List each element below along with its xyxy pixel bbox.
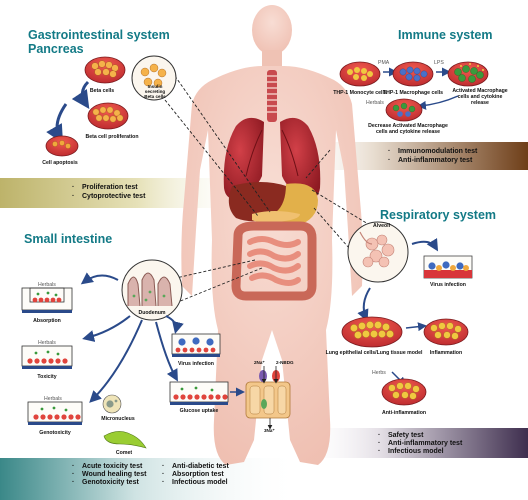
monocyte-dish bbox=[339, 61, 381, 87]
small-intestine-title: Small intestine bbox=[24, 232, 113, 246]
intestine-test-item: Genotoxicity test bbox=[72, 478, 139, 487]
leader-lines bbox=[164, 75, 379, 303]
intestine-test-item: Anti-diabetic test bbox=[162, 462, 229, 471]
intestine-test-band bbox=[0, 458, 300, 500]
monocyte-label: THP-1 Monocyte cells bbox=[333, 90, 387, 96]
pancreas-test-item: Proliferation test bbox=[72, 183, 138, 192]
pancreas-panel bbox=[45, 55, 177, 157]
micronucleus-label: Micronucleus bbox=[101, 416, 135, 422]
lps-label: LPS bbox=[434, 60, 444, 66]
genotoxicity-label: Genotoxicity bbox=[39, 430, 71, 436]
respiratory-test-item: Anti-inflammatory test bbox=[378, 439, 462, 448]
glucose-uptake-well bbox=[169, 381, 229, 405]
intestine-test-item: Absorption test bbox=[162, 470, 224, 479]
absorption-transwell bbox=[21, 287, 73, 313]
insulin-cells-zoom bbox=[131, 55, 177, 101]
lungs bbox=[223, 117, 321, 199]
immune-herbals-label: Herbals bbox=[366, 100, 384, 106]
respiratory-test-item: Infectious model bbox=[378, 447, 444, 456]
pancreas-tests: Proliferation test Cytoprotective test bbox=[0, 178, 250, 206]
nbdg-label: 2-NBDG bbox=[276, 360, 294, 365]
intestine-test-item: Acute toxicity test bbox=[72, 462, 142, 471]
lung-model-label: Lung epithelial cells/Lung tissue model bbox=[325, 350, 423, 356]
cell-apoptosis-label: Cell apoptosis bbox=[42, 160, 78, 166]
immune-test-item: Immunomodulation test bbox=[388, 147, 477, 156]
respiratory-title: Respiratory system bbox=[380, 208, 497, 222]
activated-label: Activated Macrophage cells and cytokine … bbox=[452, 88, 508, 106]
pancreas-organ bbox=[252, 211, 300, 223]
beta-proliferation-label: Beta cell proliferation bbox=[85, 134, 139, 140]
intestine-virus-label: Virus infection bbox=[178, 361, 214, 367]
pancreas-test-item: Cytoprotective test bbox=[72, 192, 145, 201]
insulin-secreting-label: Insulin secreting Beta cells bbox=[144, 84, 166, 99]
trachea bbox=[267, 70, 277, 122]
decrease-dish bbox=[385, 98, 423, 122]
macrophage-dish bbox=[392, 61, 434, 87]
toxicity-herbals-label: Herbals bbox=[38, 340, 56, 346]
intestine-test-item: Infectious model bbox=[162, 478, 228, 487]
absorption-label: Absorption bbox=[33, 318, 61, 324]
activated-dish bbox=[447, 61, 489, 87]
absorption-herbals-label: Herbals bbox=[38, 282, 56, 288]
toxicity-well bbox=[21, 345, 73, 369]
beta-cells-label: Beta cells bbox=[89, 88, 115, 94]
respiratory-virus-label: Virus infection bbox=[430, 282, 466, 288]
respiratory-test-item: Safety test bbox=[378, 431, 424, 440]
immune-test-item: Anti-inflammatory test bbox=[388, 156, 472, 165]
comet-label: Comet bbox=[115, 450, 133, 456]
duodenum-label: Duodenum bbox=[138, 310, 166, 316]
apoptosis-dish bbox=[45, 135, 79, 157]
intestine-panel bbox=[21, 259, 291, 449]
alveoli-label: Alveoli bbox=[373, 223, 391, 229]
inflammation-label: Inflammation bbox=[429, 350, 463, 356]
genotoxicity-well bbox=[27, 401, 83, 425]
pma-label: PMA bbox=[378, 60, 390, 66]
respiratory-tests: Safety test Anti-inflammatory test Infec… bbox=[300, 428, 528, 456]
glucose-uptake-label: Glucose uptake bbox=[179, 408, 219, 414]
large-intestine bbox=[231, 221, 317, 301]
toxicity-label: Toxicity bbox=[37, 374, 57, 380]
na-out-label: 3Na⁺ bbox=[264, 428, 275, 433]
immune-title: Immune system bbox=[398, 28, 493, 42]
genotoxicity-herbals-label: Herbals bbox=[44, 396, 62, 402]
decrease-label: Decrease Activated Macrophage cells and … bbox=[368, 123, 448, 135]
immune-tests: Immunomodulation test Anti-inflammatory … bbox=[290, 142, 528, 170]
intestine-test-item: Wound healing test bbox=[72, 470, 147, 479]
gi-title-line2: Pancreas bbox=[28, 42, 84, 56]
na-in-label: 2Na⁺ bbox=[254, 360, 265, 365]
immune-panel bbox=[339, 61, 489, 122]
gi-title-line1: Gastrointestinal system bbox=[28, 28, 170, 42]
herbs-label: Herbs bbox=[372, 370, 386, 376]
anti-inflammation-label: Anti-inflammation bbox=[381, 410, 427, 416]
intestine-tests: Acute toxicity test Wound healing test G… bbox=[0, 458, 300, 487]
small-intestine bbox=[247, 236, 301, 286]
respiratory-panel bbox=[341, 221, 473, 406]
comet-shape bbox=[103, 431, 147, 449]
intestine-virus-well bbox=[171, 333, 221, 357]
glucose-transport-cell bbox=[245, 366, 291, 430]
macrophage-label: THP-1 Macrophage cells bbox=[383, 90, 443, 96]
